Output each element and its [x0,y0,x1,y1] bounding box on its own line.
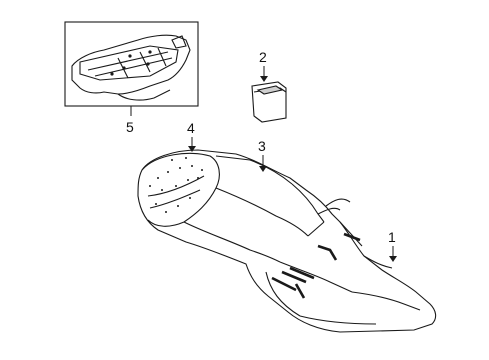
callout-3: 3 [258,138,266,154]
hog-ring-wires [271,232,361,299]
callout-2: 2 [259,49,267,65]
heater-strap [171,35,187,49]
callout-4: 4 [187,120,195,136]
heater-pad-outline [71,34,191,95]
callout-5: 5 [126,119,134,135]
left-bolster [141,152,220,227]
callout-1: 1 [388,229,396,245]
inset-frame [64,21,199,107]
part-5-inset [64,21,199,107]
seat-cushion [137,149,437,333]
part-2-switch [251,81,287,123]
heater-mat [79,45,179,81]
cushion-cover-outline [137,149,437,333]
stitch-dots [149,157,203,213]
